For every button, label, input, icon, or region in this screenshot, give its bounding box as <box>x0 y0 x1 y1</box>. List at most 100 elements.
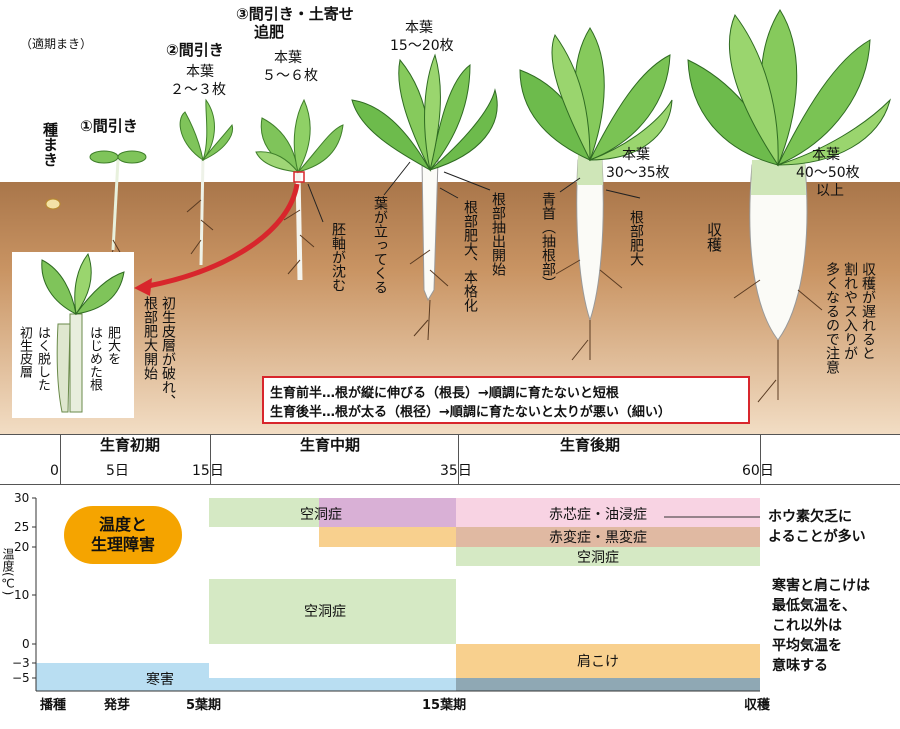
boron-note-2: よることが多い <box>768 529 866 545</box>
band-cold-late <box>456 678 760 691</box>
cold-note-1: 寒害と肩こけは <box>772 578 870 594</box>
day-axis-bar <box>0 458 900 485</box>
label-leaves-2-3-a: 本葉 <box>186 64 214 80</box>
label-leaves-15-20-b: 15～20枚 <box>390 38 454 54</box>
growth-note-line-2: 生育後半…根が太る（根径）→順調に育たないと太りが悪い（細い） <box>270 405 671 420</box>
label-leaves-40-50-b: 40～50枚 <box>796 165 860 181</box>
growth-stage-bar <box>0 434 900 460</box>
band-hollow-upper-purple <box>319 498 456 527</box>
x-tick-sowing: 播種 <box>40 698 67 713</box>
label-leaves-30-35-b: 30～35枚 <box>606 165 670 181</box>
label-leaves-15-20-a: 本葉 <box>405 20 433 36</box>
label-tekiki: （適期まき） <box>20 37 93 51</box>
label-leaves-2-3-b: ２～３枚 <box>170 82 226 98</box>
label-root-enlarge: 根部肥大 <box>628 210 644 266</box>
day-60: 60日 <box>742 463 774 479</box>
y-tick-10: 10 <box>14 588 30 602</box>
inset-label-peeled-2: 初生皮層 <box>17 326 32 378</box>
inset-pointer-arrow <box>147 183 300 289</box>
day-0: 0 <box>50 463 59 479</box>
y-tick-20: 20 <box>14 540 30 554</box>
band-discoloration-label: 赤変症・黒変症 <box>549 530 647 546</box>
inset-root-closeup: 肥大を はじめた根 はく脱した 初生皮層 <box>12 252 134 418</box>
stage-divider <box>458 434 459 484</box>
cortex-note-1: 初生皮層が破れ、 <box>160 296 176 408</box>
cold-note-2: 最低気温を、 <box>772 598 856 614</box>
label-thinning-3: ③間引き・土寄せ <box>236 5 354 23</box>
label-sowing: 種まき <box>41 122 59 167</box>
label-leaves-stand: 葉が立ってくる <box>372 196 388 294</box>
band-hollow-late <box>456 547 760 566</box>
label-green-neck: 青首（抽根部） <box>540 192 556 290</box>
inset-label-peeled-1: はく脱した <box>35 326 50 391</box>
y-tick-30: 30 <box>14 491 30 505</box>
label-topdress: 追肥 <box>254 23 285 41</box>
y-tick-0: 0 <box>22 637 30 651</box>
label-leaves-5-6-a: 本葉 <box>274 50 302 66</box>
label-leaves-40-50-c: 以上 <box>816 183 844 199</box>
growth-note-line-1: 生育前半…根が縦に伸びる（根長）→順調に育たないと短根 <box>270 386 619 401</box>
x-tick-harvest: 収穫 <box>744 698 771 713</box>
inset-label-enlarging-2: はじめた根 <box>87 326 102 391</box>
y-tick-25: 25 <box>14 520 30 534</box>
x-tick-germination: 発芽 <box>104 698 131 713</box>
late-note-1: 収穫が遅れると <box>860 262 876 360</box>
stage-middle: 生育中期 <box>300 436 361 454</box>
y-tick-minus5: −5 <box>12 671 30 685</box>
band-cold-label: 寒害 <box>146 672 174 688</box>
seedling-thinning-3 <box>255 98 344 281</box>
label-thinning-1: ①間引き <box>80 117 138 135</box>
late-note-2: 割れやス入りが <box>842 262 858 360</box>
cortex-note-2: 根部肥大開始 <box>142 296 158 380</box>
seedling-thinning-2 <box>179 98 234 266</box>
day-5: 5日 <box>106 463 129 479</box>
badge-line-2: 生理障害 <box>90 535 155 554</box>
x-tick-15-leaf: 15葉期 <box>422 698 467 713</box>
stage-early: 生育初期 <box>100 436 161 454</box>
seed-illustration <box>45 198 61 210</box>
cold-note-5: 意味する <box>772 658 828 674</box>
boron-note-1: ホウ素欠乏に <box>768 509 852 525</box>
label-leaves-5-6-b: ５～６枚 <box>262 68 318 84</box>
band-shoulder-label: 肩こけ <box>577 654 619 670</box>
band-hollow-mid-label: 空洞症 <box>304 604 346 620</box>
band-hollow-upper-label: 空洞症 <box>300 507 342 523</box>
plant-40-50-leaves <box>687 9 891 403</box>
stage-divider <box>760 434 761 484</box>
temperature-axes <box>32 497 760 692</box>
pointer-arrows <box>307 161 641 223</box>
cold-note-4: 平均気温を <box>772 638 842 654</box>
inset-label-enlarging-1: 肥大を <box>105 326 120 365</box>
band-red-core <box>456 498 760 527</box>
growth-note-box: 生育前半…根が縦に伸びる（根長）→順調に育たないと短根 生育後半…根が太る（根径… <box>262 376 750 424</box>
day-35: 35日 <box>440 463 472 479</box>
label-thinning-2: ②間引き <box>166 41 224 59</box>
stage-divider <box>60 434 61 484</box>
y-tick-minus3: −3 <box>12 656 30 670</box>
band-cold-mid <box>209 678 456 691</box>
stage-late: 生育後期 <box>560 436 621 454</box>
stage-divider <box>210 434 211 484</box>
label-leaves-30-35-a: 本葉 <box>622 147 650 163</box>
late-note-3: 多くなるので注意 <box>824 262 840 374</box>
daikon-growth-illustration <box>45 9 891 403</box>
label-harvest: 収穫 <box>705 222 723 252</box>
plant-30-35-leaves <box>519 27 673 361</box>
band-hollow-mid <box>209 579 456 644</box>
x-tick-5-leaf: 5葉期 <box>186 698 222 713</box>
band-discoloration <box>456 527 760 547</box>
band-red-core-label: 赤芯症・油浸症 <box>549 507 647 523</box>
label-hypocotyl-sinks: 胚軸が沈む <box>330 222 346 292</box>
label-root-emergence: 根部抽出開始 <box>490 192 506 276</box>
inset-illustration <box>41 252 125 413</box>
temperature-disorder-badge: 温度と 生理障害 <box>64 506 182 564</box>
y-axis-label: 温度(℃) <box>1 548 15 596</box>
label-leaves-40-50-a: 本葉 <box>812 147 840 163</box>
label-root-enlarge-full: 根部肥大、本格化 <box>462 200 478 312</box>
cold-note-3: これ以外は <box>772 618 842 634</box>
band-cold-early <box>36 663 209 691</box>
plant-15-20-leaves <box>351 53 498 341</box>
day-15: 15日 <box>192 463 224 479</box>
band-orange-upper <box>319 527 456 547</box>
badge-line-1: 温度と <box>98 515 147 534</box>
